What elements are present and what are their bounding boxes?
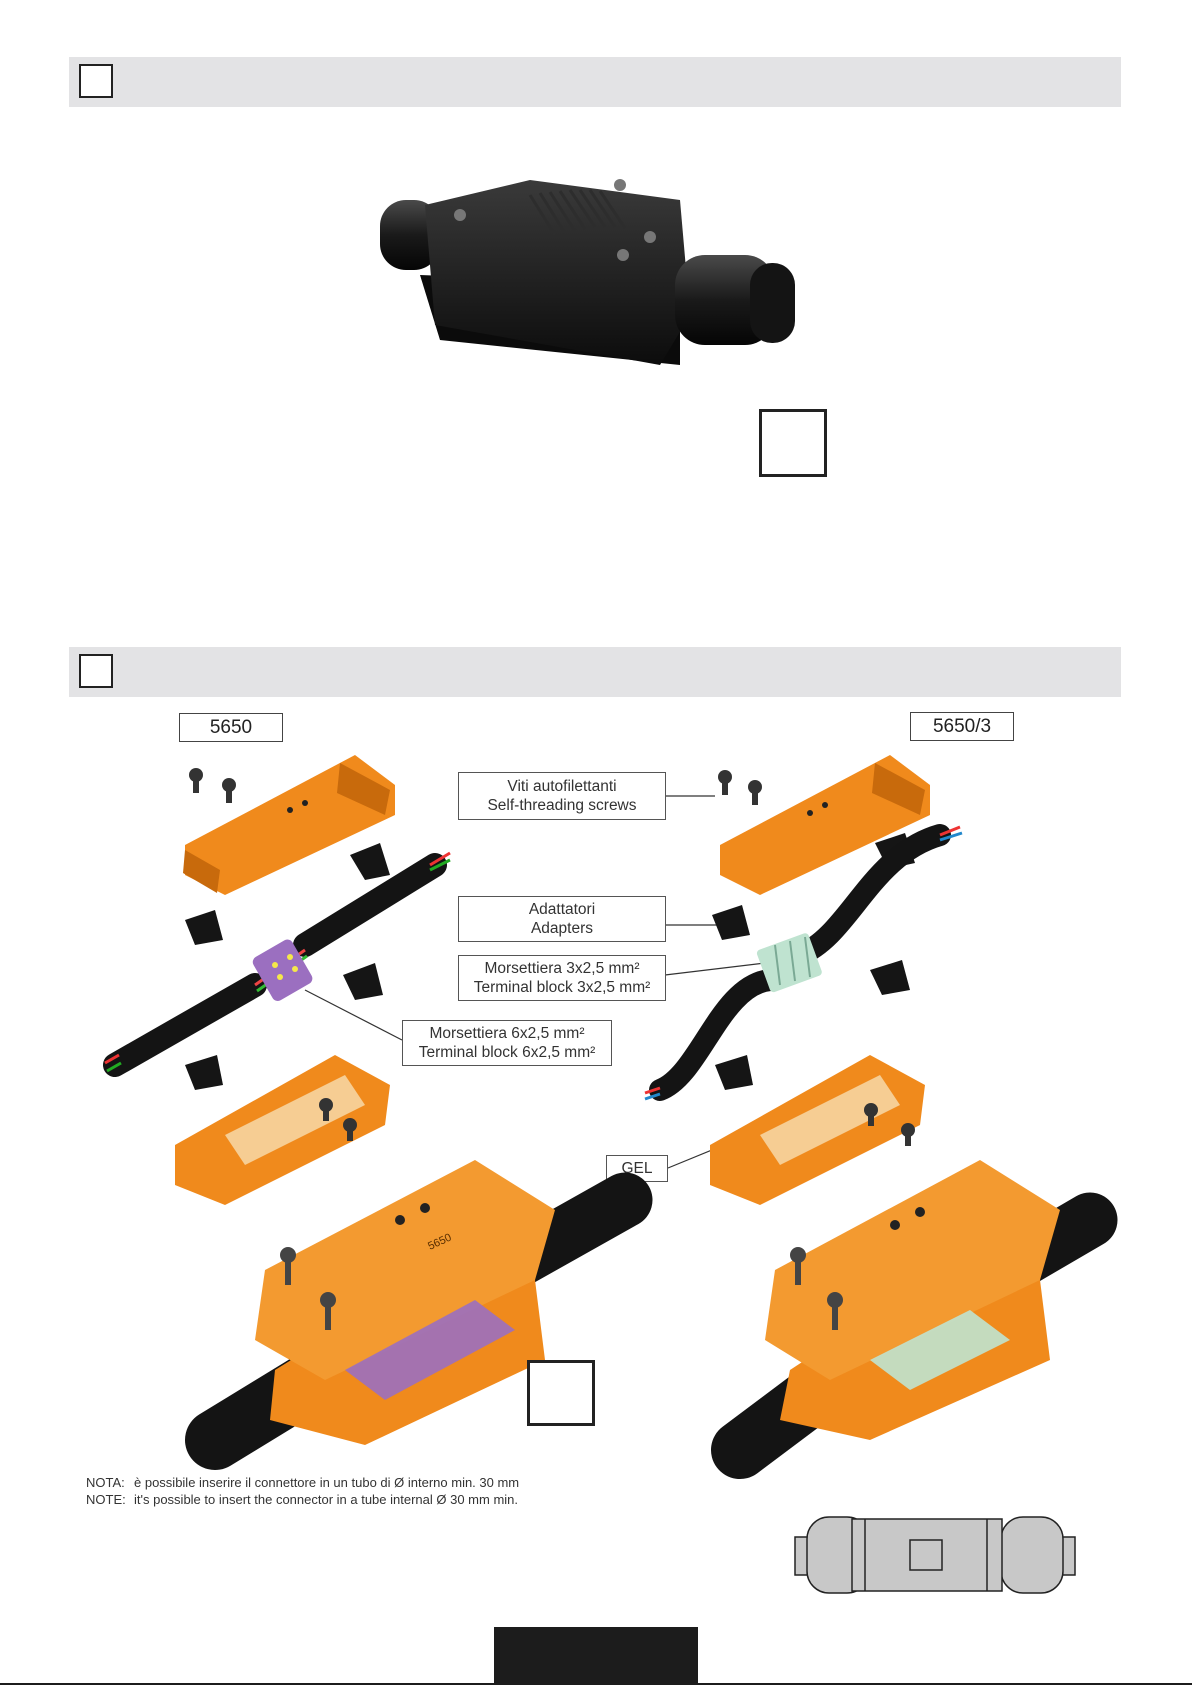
section-checkbox-photo[interactable] [759, 409, 827, 477]
assembly-5650-3-exploded [644, 755, 963, 1205]
section-checkbox-1[interactable] [79, 64, 113, 98]
housing-top-half [183, 755, 395, 895]
label-self-threading-screws: Viti autofilettanti Self-threading screw… [458, 772, 666, 820]
assembly-5650-3-closed [711, 1160, 1118, 1479]
page-number-tab [494, 1627, 698, 1685]
label-terminal3-en: Terminal block 3x2,5 mm² [473, 979, 651, 996]
label-adapters-en: Adapters [530, 920, 594, 937]
section-header-bar-2 [69, 647, 1121, 697]
note-en: NOTE: it's possible to insert the connect… [86, 1491, 518, 1508]
note-en-text: it's possible to insert the connector in… [134, 1492, 519, 1507]
label-terminal-block-3: Morsettiera 3x2,5 mm² Terminal block 3x2… [458, 955, 666, 1001]
cable-left [103, 973, 267, 1077]
assembly-5650-exploded [103, 755, 451, 1205]
note-it-text: è possibile inserire il connettore in un… [134, 1475, 520, 1490]
label-screws-it: Viti autofilettanti [507, 778, 617, 795]
housing-bottom-half [710, 1055, 925, 1205]
terminal-block-6 [252, 939, 313, 1001]
section-checkbox-2[interactable] [79, 654, 113, 688]
section-header-bar-1 [69, 57, 1121, 107]
screw-icon [718, 770, 762, 805]
model-label-5650-3: 5650/3 [910, 712, 1014, 741]
note-it-prefix: NOTA: [86, 1475, 125, 1490]
bottom-rule [0, 1683, 1192, 1685]
housing-top-half [720, 755, 930, 895]
connector-checkbox-icon [909, 1539, 943, 1571]
label-terminal3-it: Morsettiera 3x2,5 mm² [484, 960, 640, 977]
screw-icon [189, 768, 236, 803]
section-checkbox-assembly[interactable] [527, 1360, 595, 1426]
label-adapters: Adattatori Adapters [458, 896, 666, 942]
housing-bottom-half [175, 1055, 390, 1205]
cable-right [293, 851, 451, 957]
label-terminal6-it: Morsettiera 6x2,5 mm² [429, 1025, 585, 1042]
label-adapters-it: Adattatori [528, 901, 596, 918]
note-en-prefix: NOTE: [86, 1492, 126, 1507]
assembly-5650-closed: 5650 [185, 1160, 653, 1470]
model-label-5650: 5650 [179, 713, 283, 742]
connector-outline-icon [794, 1516, 1076, 1594]
label-terminal6-en: Terminal block 6x2,5 mm² [418, 1044, 596, 1061]
note-it: NOTA: è possibile inserire il connettore … [86, 1474, 519, 1491]
junction-box-photo [380, 179, 795, 365]
label-screws-en: Self-threading screws [487, 797, 637, 814]
label-terminal-block-6: Morsettiera 6x2,5 mm² Terminal block 6x2… [402, 1020, 612, 1066]
terminal-block-3 [756, 933, 822, 993]
